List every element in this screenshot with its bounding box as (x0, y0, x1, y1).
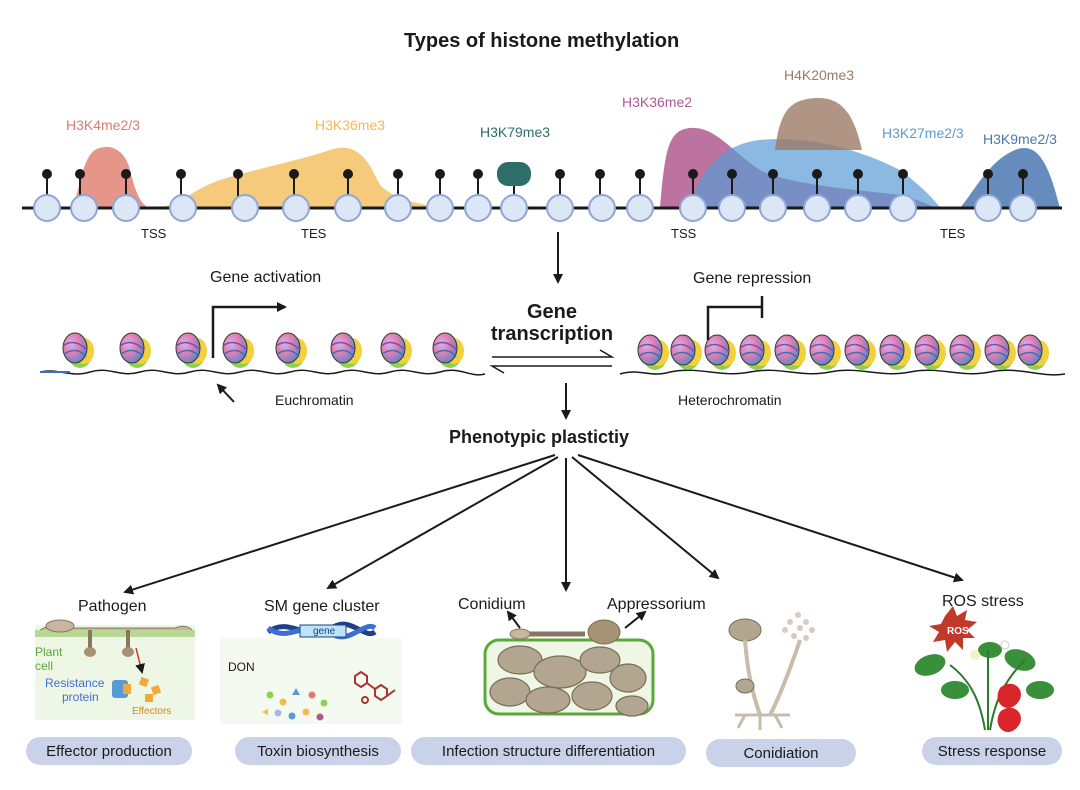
infection-panel (483, 610, 655, 717)
ros-stress-label: ROS stress (942, 593, 1024, 610)
tss-label-1: TSS (141, 226, 167, 241)
figure-title: Types of histone methylation (404, 30, 680, 52)
label-h3k27me2-3: H3K27me2/3 (882, 125, 964, 141)
label-h4k20me3: H4K20me3 (784, 67, 855, 83)
peak-h3k4me2 (70, 146, 150, 208)
label-h3k79me3: H3K79me3 (480, 124, 551, 140)
don-label: DON (228, 660, 255, 674)
appressorium-label: Appressorium (607, 596, 706, 613)
gene-repression-label: Gene repression (693, 270, 812, 287)
conidiation-panel (728, 612, 815, 730)
label-h3k9me2-3: H3K9me2/3 (983, 131, 1057, 147)
euchromatin-fiber (39, 369, 486, 376)
ros-badge-label: ROS (947, 626, 969, 637)
pathogen-panel (35, 619, 195, 720)
stress-response-pill: Stress response (922, 737, 1062, 765)
stress-response-text: Stress response (937, 742, 1047, 760)
protein-label: protein (62, 690, 99, 704)
toxin-biosynthesis-text: Toxin biosynthesis (257, 742, 379, 760)
resistance-label: Resistance (45, 676, 105, 690)
peak-h4k20me3 (775, 97, 862, 150)
toxin-panel (220, 621, 402, 724)
tss-label-2: TSS (671, 226, 697, 241)
tes-label-1: TES (301, 226, 327, 241)
heterochromatin-label: Heterochromatin (678, 392, 782, 408)
gene-label: gene (313, 626, 336, 637)
infection-differentiation-pill: Infection structure differentiation (411, 737, 686, 765)
gene-transcription-line1: Gene (526, 301, 578, 323)
conidiation-text: Conidiation (743, 744, 819, 762)
gene-transcription-label: Gene transcription (486, 301, 618, 345)
tes-label-2: TES (940, 226, 966, 241)
methylation-peaks (70, 97, 1060, 208)
equilibrium-arrows (492, 349, 615, 358)
gene-activation-label: Gene activation (210, 269, 322, 286)
peak-h3k36me3 (150, 147, 450, 208)
pins (42, 169, 1028, 198)
stress-panel (914, 606, 1054, 732)
heterochromatin-nucleosomes (637, 334, 1050, 371)
pathogen-label: Pathogen (78, 598, 147, 615)
cell-label: cell (35, 659, 54, 673)
effectors-label: Effectors (132, 706, 172, 717)
heterochromatin-fiber (619, 369, 1066, 376)
repression-symbol (706, 305, 762, 340)
toxin-biosynthesis-pill: Toxin biosynthesis (235, 737, 401, 765)
euchromatin-nucleosomes (62, 332, 465, 369)
plant-label: Plant (35, 645, 63, 659)
effector-production-pill: Effector production (26, 737, 192, 765)
sm-gene-cluster-label: SM gene cluster (264, 598, 380, 615)
conidium-label: Conidium (458, 596, 526, 613)
label-h3k36me2: H3K36me2 (622, 94, 693, 110)
euchromatin-label: Euchromatin (275, 392, 354, 408)
gene-transcription-line2: transcription (490, 323, 614, 345)
conidiation-pill: Conidiation (706, 739, 856, 767)
label-h3k36me3: H3K36me3 (315, 117, 386, 133)
peak-h3k9me2 (960, 148, 1060, 208)
infection-differentiation-text: Infection structure differentiation (441, 742, 656, 760)
effector-production-text: Effector production (46, 742, 172, 760)
label-h3k4me2-3: H3K4me2/3 (66, 117, 140, 133)
nucleosome-circles (33, 194, 1037, 222)
phenotype-arrows (123, 454, 964, 595)
phenotypic-plasticity-label: Phenotypic plastictiy (449, 427, 630, 447)
activation-arrow (211, 302, 287, 358)
h3k79-reader (497, 162, 531, 186)
